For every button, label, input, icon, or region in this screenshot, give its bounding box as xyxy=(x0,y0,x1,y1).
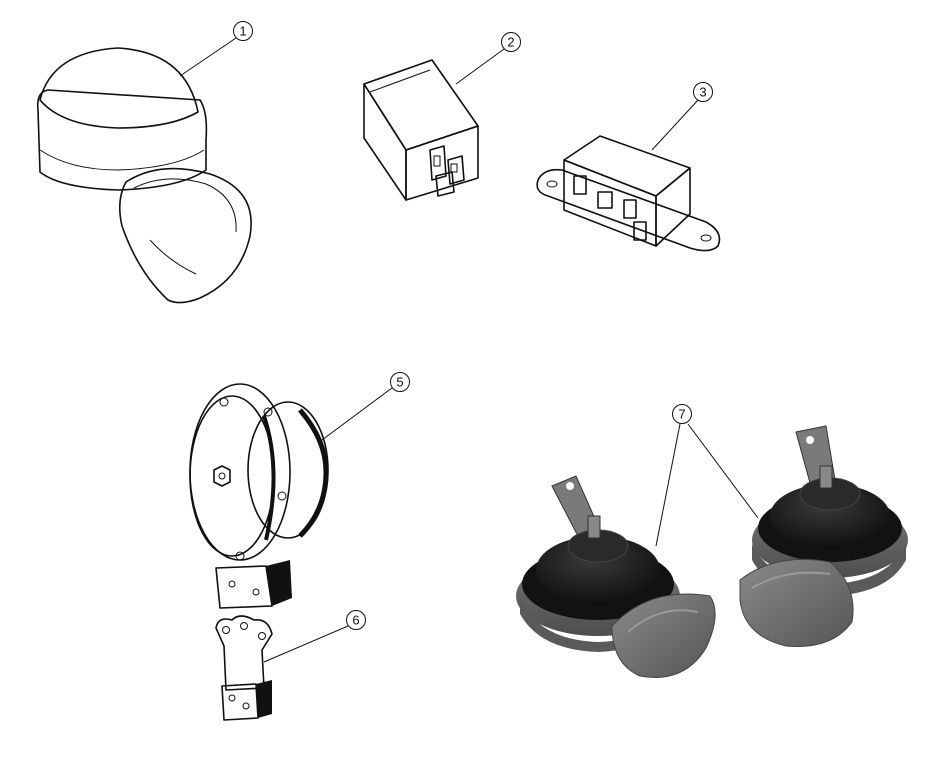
callout-label-2: 2 xyxy=(507,35,514,50)
callout-3: 3 xyxy=(693,82,713,102)
callout-leader-6 xyxy=(263,625,349,663)
callout-leader-2 xyxy=(455,48,505,85)
callout-leader-5 xyxy=(321,387,393,441)
callout-label-3: 3 xyxy=(699,85,706,100)
callout-label-5: 5 xyxy=(396,375,403,390)
callout-leader-1 xyxy=(179,37,237,77)
callout-label-6: 6 xyxy=(352,613,359,628)
callout-leader-7b xyxy=(687,423,759,519)
callout-leader-3 xyxy=(651,99,699,151)
callout-leader-7a xyxy=(655,423,681,547)
horn-relay-bracket-icon xyxy=(536,135,721,252)
horn-mounting-bracket-icon xyxy=(215,615,273,721)
right-horn xyxy=(739,425,908,647)
callout-6: 6 xyxy=(346,610,366,630)
disc-horn-icon xyxy=(189,383,329,609)
left-horn xyxy=(516,475,716,678)
callout-label-1: 1 xyxy=(239,24,246,39)
modern-horn-pair-icon xyxy=(516,425,908,678)
callout-label-7: 7 xyxy=(678,407,685,422)
callout-5: 5 xyxy=(390,372,410,392)
relay-icon xyxy=(363,59,479,201)
callout-2: 2 xyxy=(501,32,521,52)
callout-1: 1 xyxy=(233,21,253,41)
callout-7: 7 xyxy=(672,404,692,424)
trumpet-horn-icon xyxy=(36,47,252,304)
